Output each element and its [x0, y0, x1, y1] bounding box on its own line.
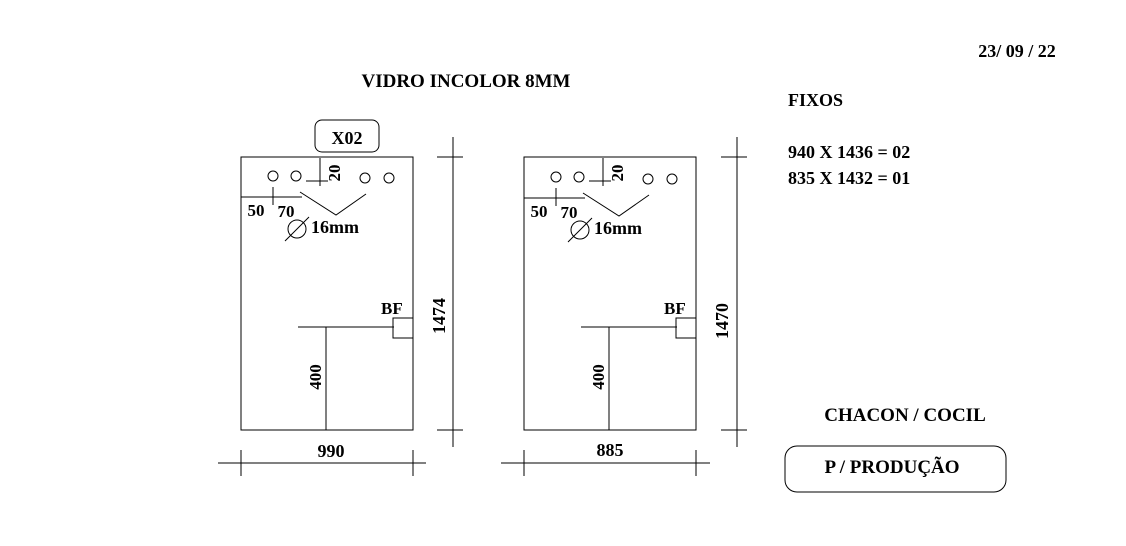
panel-2-lock-height-label: 400 [589, 364, 608, 390]
panel-1-diameter-slash [284, 216, 310, 242]
panel-2-lock-box [675, 317, 697, 339]
panel-2-hole-x2-label: 70 [561, 203, 578, 222]
status-label: P / PRODUÇÃO [824, 456, 959, 478]
panel-2-diameter-leader [582, 192, 650, 217]
panel-1-hole-1 [267, 170, 279, 182]
panel-2-diameter-label: 16mm [594, 218, 642, 238]
label-box-outline [314, 119, 380, 153]
panel-2-hole-3 [642, 173, 654, 185]
glass-panel-2: 20 50 70 16mm BF 400 1470 885 [501, 137, 747, 476]
panel-1-diameter-leader [299, 191, 367, 216]
panel-1-lock-label: BF [381, 299, 403, 318]
panel-1-diameter-symbol-icon [287, 219, 307, 239]
panel-2-width-label: 885 [597, 440, 624, 460]
panel-1-hole-3 [359, 172, 371, 184]
panel-1-lock-height-label: 400 [306, 364, 325, 390]
client-label: CHACON / COCIL [824, 405, 986, 426]
panel-1-top-offset-label: 20 [325, 165, 344, 182]
material-title: VIDRO INCOLOR 8MM [362, 71, 571, 92]
panel-2-hole-x1-label: 50 [531, 202, 548, 221]
panel-1-diameter-label: 16mm [311, 217, 359, 237]
panel-1-width-label: 990 [318, 441, 345, 461]
panel-2-outline [523, 156, 697, 431]
label-box-text: X02 [332, 128, 363, 148]
panel-1-hole-4 [383, 172, 395, 184]
panel-2-diameter-slash [567, 217, 593, 243]
panel-1-hole-x2-label: 70 [278, 202, 295, 221]
glass-panel-1: 20 50 70 16mm BF 400 1474 990 [218, 137, 463, 476]
panel-1-lock-box [392, 317, 414, 339]
status-box-outline [784, 445, 1007, 493]
panel-1-height-label: 1474 [429, 298, 449, 334]
notes-line-1: 940 X 1436 = 02 [788, 142, 910, 162]
panel-2-lock-label: BF [664, 299, 686, 318]
panel-2-hole-4 [666, 173, 678, 185]
notes-title: FIXOS [788, 90, 843, 110]
panel-2-hole-1 [550, 171, 562, 183]
panel-2-height-label: 1470 [712, 303, 732, 339]
panel-2-diameter-symbol-icon [570, 220, 590, 240]
status-box: P / PRODUÇÃO [784, 445, 1007, 493]
panel-2-hole-2 [573, 171, 585, 183]
panel-2-top-offset-label: 20 [608, 165, 627, 182]
panel-1-outline [240, 156, 414, 431]
panel-1-hole-2 [290, 170, 302, 182]
notes-block: FIXOS 940 X 1436 = 02 835 X 1432 = 01 [788, 90, 910, 188]
notes-line-2: 835 X 1432 = 01 [788, 168, 910, 188]
date-text: 23/ 09 / 22 [978, 41, 1056, 61]
panel-1-hole-x1-label: 50 [248, 201, 265, 220]
label-box: X02 [314, 119, 380, 153]
